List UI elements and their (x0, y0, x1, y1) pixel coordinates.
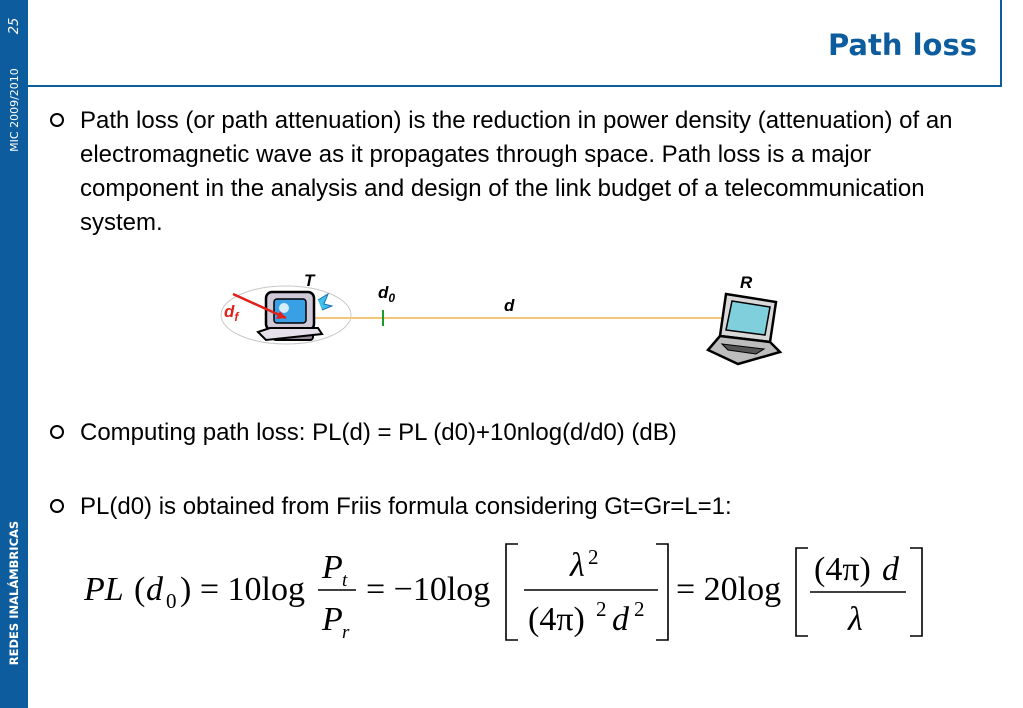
computer-transmitter-icon (256, 290, 334, 342)
formula-4pi-2: (4π) (814, 551, 871, 588)
bracket-left-2 (795, 547, 808, 637)
friis-formula: PL ( d 0 ) = 10log P t P r = −10log λ 2 … (84, 543, 923, 643)
bullet-computing: Computing path loss: PL(d) = PL (d0)+10n… (50, 416, 970, 450)
formula-4pi-1: (4π) (528, 601, 585, 638)
formula-d: d (146, 571, 164, 608)
page-number: 25 (6, 17, 22, 35)
coverage-ellipse (220, 285, 352, 345)
formula-eq2: = −10log (366, 571, 490, 608)
header-frame-horizontal (28, 85, 1002, 87)
formula-sup-d: 2 (634, 597, 645, 621)
receiver-label: R (740, 273, 753, 292)
df-label: df (224, 302, 239, 324)
formula-pl: PL (84, 571, 124, 608)
formula-d2: d (612, 601, 630, 638)
df-arrowhead (276, 311, 286, 319)
formula-lambda: λ (569, 547, 585, 584)
bullet-friis: PL(d0) is obtained from Friis formula co… (50, 490, 970, 524)
sidebar-brand: REDES INALÁMBRICAS (7, 520, 21, 666)
bullet-text: PL(d0) is obtained from Friis formula co… (80, 493, 732, 520)
bracket-right-1 (656, 543, 669, 641)
bullet-circle-icon (50, 113, 64, 127)
formula-sup-4pi: 2 (596, 597, 607, 621)
formula-sub-r: r (342, 622, 350, 643)
formula-eq1: ) = 10log (180, 571, 305, 608)
transmitter-label: T (304, 271, 316, 290)
formula-sub0: 0 (166, 589, 177, 613)
bracket-right-2 (910, 547, 923, 637)
d0-label: d0 (378, 283, 395, 305)
sidebar: REDES INALÁMBRICAS MIC 2009/2010 25 (0, 0, 28, 708)
formula-pt: P (321, 549, 343, 586)
df-arrow (232, 292, 287, 320)
bullet-circle-icon (50, 499, 64, 513)
formula-open-paren: ( (134, 571, 145, 608)
bullet-definition: Path loss (or path attenuation) is the r… (50, 104, 970, 240)
formula-d3: d (882, 551, 900, 588)
bracket-left-1 (505, 543, 518, 641)
formula-eq3: = 20log (676, 571, 781, 608)
sidebar-course: MIC 2009/2010 (7, 68, 21, 152)
laptop-receiver-icon (705, 292, 783, 366)
formula-sub-t: t (342, 570, 348, 591)
header-frame-vertical (1000, 0, 1002, 87)
bullet-text: Path loss (or path attenuation) is the r… (80, 107, 953, 236)
slide-title: Path loss (827, 28, 977, 62)
bullet-text: Computing path loss: PL(d) = PL (d0)+10n… (80, 419, 677, 446)
formula-lambda-2: λ (847, 601, 863, 638)
d-label: d (504, 296, 515, 315)
path-loss-diagram: T R d0 d df (220, 271, 783, 366)
formula-sup-lambda: 2 (588, 545, 599, 569)
bullet-circle-icon (50, 425, 64, 439)
formula-pr: P (321, 601, 343, 638)
